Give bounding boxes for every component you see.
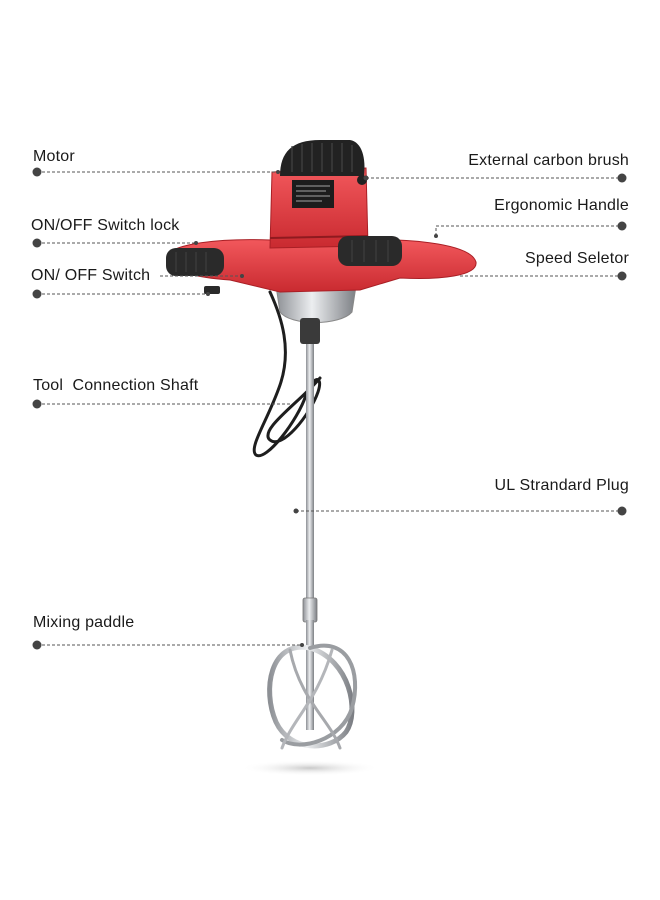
- power-cord: [252, 290, 322, 458]
- label-on-off-switch: ON/ OFF Switch: [31, 267, 151, 284]
- tool-connection-shaft-dot: [32, 399, 42, 409]
- label-ul-plug: UL Strandard Plug: [494, 477, 629, 494]
- rating-plate: [292, 180, 334, 208]
- mixing-shaft: [306, 340, 314, 608]
- chuck: [300, 318, 320, 344]
- label-tool-connection-shaft: Tool Connection Shaft: [33, 377, 199, 394]
- label-motor: Motor: [33, 148, 75, 165]
- shaft-coupling: [302, 597, 318, 623]
- shaft-lower: [306, 620, 314, 730]
- speed-selector-dot: [617, 271, 627, 281]
- mixing-paddle-dot: [32, 640, 42, 650]
- label-ergonomic-handle: Ergonomic Handle: [494, 197, 629, 214]
- label-mixing-paddle: Mixing paddle: [33, 614, 135, 631]
- motor-cap-ridges: [291, 143, 353, 172]
- left-grip: [166, 248, 224, 276]
- ul-plug-dot: [617, 506, 627, 516]
- motor-dot: [32, 167, 42, 177]
- on-off-switch: [204, 286, 220, 294]
- callout-leaders: [32, 167, 627, 650]
- ergonomic-handle-dot: [617, 221, 627, 231]
- label-external-carbon-brush: External carbon brush: [468, 152, 629, 169]
- external-carbon-brush-dot: [617, 173, 627, 183]
- on-off-switch-dot: [32, 289, 42, 299]
- label-speed-selector: Speed Seletor: [524, 250, 629, 267]
- mixing-paddle: [267, 643, 358, 750]
- label-switch-lock: ON/OFF Switch lock: [31, 217, 180, 234]
- floor-shadow: [240, 760, 380, 776]
- right-grip: [338, 236, 402, 266]
- switch-lock-dot: [32, 238, 42, 248]
